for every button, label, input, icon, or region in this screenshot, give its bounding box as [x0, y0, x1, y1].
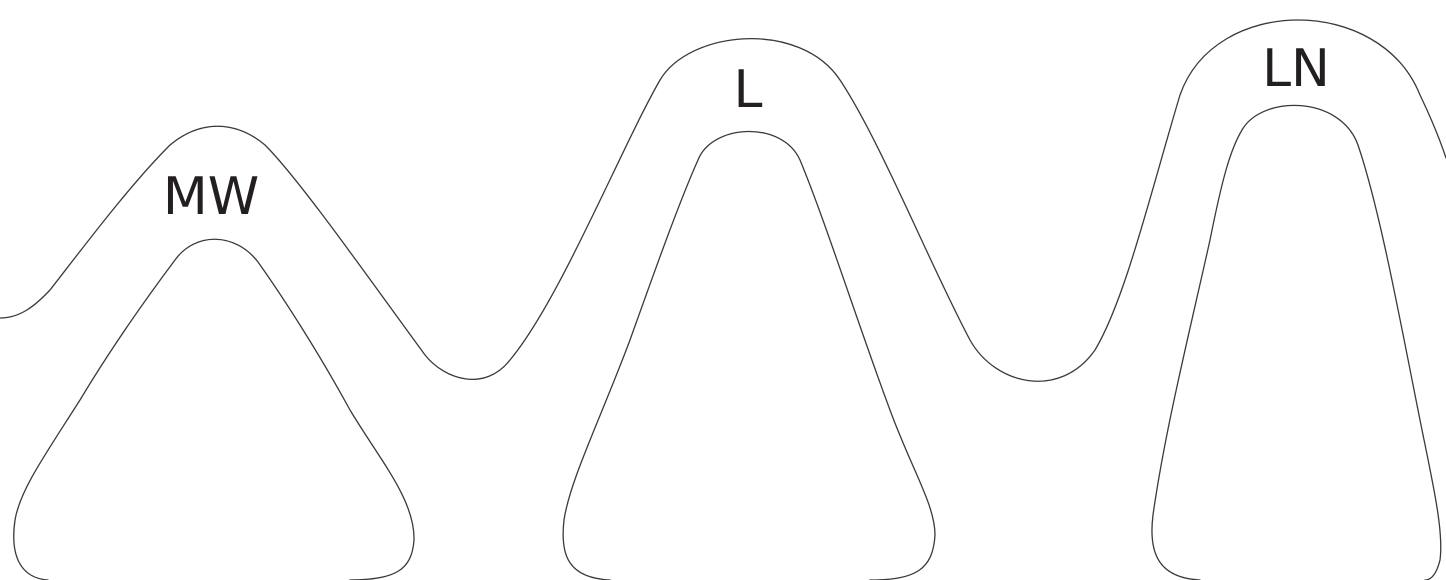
inner-hump-l	[563, 131, 935, 580]
inner-hump-ln	[1152, 105, 1441, 580]
label-l: L	[734, 60, 763, 120]
label-mw: MW	[163, 167, 259, 227]
inner-hump-mw	[14, 239, 414, 580]
label-ln: LN	[1262, 39, 1330, 99]
